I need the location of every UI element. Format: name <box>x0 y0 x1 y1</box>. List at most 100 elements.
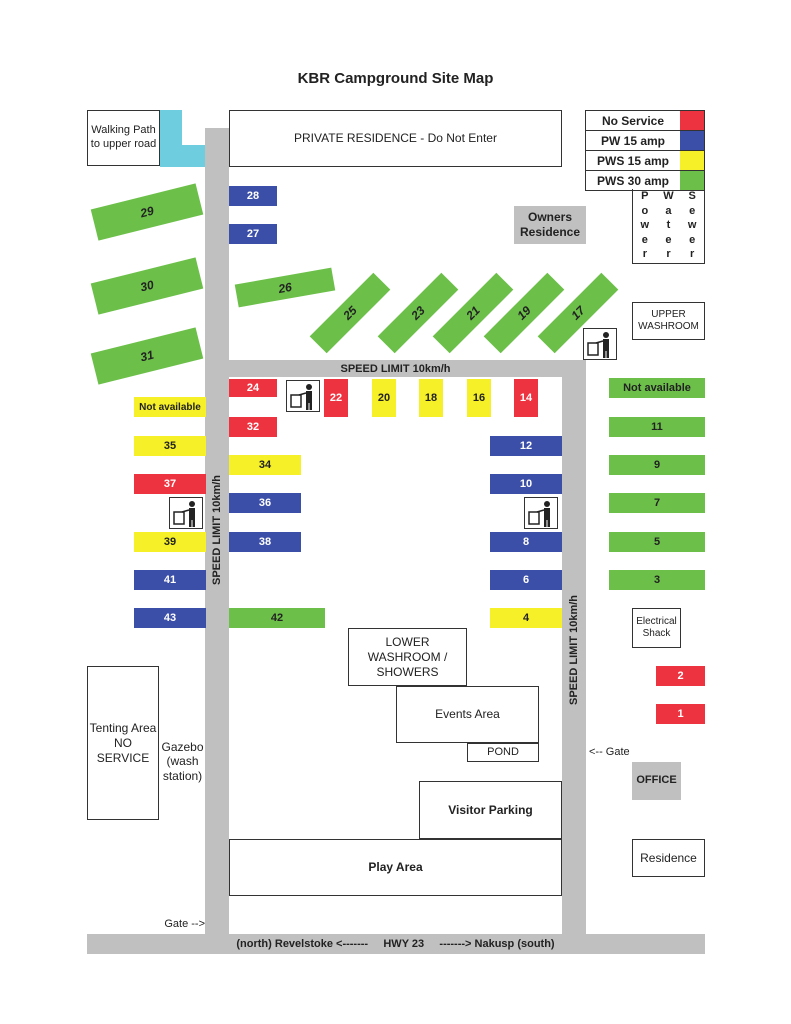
legend-label: PWS 15 amp <box>596 153 670 168</box>
legend-swatch <box>680 151 704 170</box>
site-3[interactable]: 3 <box>609 570 705 590</box>
site-label: 17 <box>568 303 588 323</box>
legend-label: No Service <box>601 113 665 128</box>
site-37[interactable]: 37 <box>134 474 206 494</box>
pws-letter: W <box>663 190 674 202</box>
walking-path-line <box>160 110 182 152</box>
site-35[interactable]: 35 <box>134 436 206 456</box>
speed-limit-right: SPEED LIMIT 10km/h <box>568 594 580 706</box>
site-9[interactable]: 9 <box>609 455 705 475</box>
site-label: 21 <box>463 303 483 323</box>
site-label: 23 <box>408 303 428 323</box>
upper-washroom: UPPER WASHROOM <box>632 302 705 340</box>
site-32[interactable]: 32 <box>229 417 277 437</box>
pws-letter: e <box>689 233 696 246</box>
road-right <box>562 360 586 936</box>
trash-bin-icon <box>524 497 558 529</box>
legend: No Service PW 15 amp PWS 15 amp PWS 30 a… <box>585 110 705 191</box>
owners-residence: Owners Residence <box>514 206 586 244</box>
site-14[interactable]: 14 <box>514 379 538 417</box>
site-30[interactable]: 30 <box>90 257 204 315</box>
site-10[interactable]: 10 <box>490 474 562 494</box>
pws-letter: w <box>687 219 697 232</box>
residence: Residence <box>632 839 705 877</box>
speed-limit-top: SPEED LIMIT 10km/h <box>340 362 451 375</box>
trash-bin-icon <box>286 380 320 412</box>
pond: POND <box>467 743 539 762</box>
trash-bin-icon <box>169 497 203 529</box>
legend-label: PW 15 amp <box>600 133 666 148</box>
site-label: 19 <box>514 303 534 323</box>
site-1[interactable]: 1 <box>656 704 705 724</box>
site-label: 25 <box>340 303 360 323</box>
legend-pws-key: P W S o a e w t w e e e r r r <box>632 189 705 264</box>
legend-row-pw15: PW 15 amp <box>585 130 705 150</box>
legend-row-pws30: PWS 30 amp <box>585 170 705 191</box>
walking-path-box: Walking Path to upper road <box>87 110 160 166</box>
site-20[interactable]: 20 <box>372 379 396 417</box>
pws-letter: S <box>688 190 696 202</box>
pws-letter: r <box>690 248 695 261</box>
site-31[interactable]: 31 <box>90 327 204 385</box>
site-8[interactable]: 8 <box>490 532 562 552</box>
pws-letter: t <box>666 219 671 232</box>
site-26[interactable]: 26 <box>234 267 336 308</box>
site-2[interactable]: 2 <box>656 666 705 686</box>
trash-bin-icon <box>583 328 617 360</box>
site-16[interactable]: 16 <box>467 379 491 417</box>
site-42[interactable]: 42 <box>229 608 325 628</box>
site-36[interactable]: 36 <box>229 493 301 513</box>
tenting-area: Tenting Area NO SERVICE <box>87 666 159 820</box>
pws-letter: r <box>642 248 647 261</box>
site-12[interactable]: 12 <box>490 436 562 456</box>
site-28[interactable]: 28 <box>229 186 277 206</box>
legend-swatch <box>680 111 704 130</box>
site-38[interactable]: 38 <box>229 532 301 552</box>
electrical-shack: Electrical Shack <box>632 608 681 648</box>
visitor-parking: Visitor Parking <box>419 781 562 839</box>
road-left <box>205 128 229 936</box>
pws-letter: e <box>689 204 696 217</box>
pws-letter: r <box>666 248 671 261</box>
gate-left-label: Gate --> <box>164 918 205 930</box>
events-area: Events Area <box>396 686 539 743</box>
map-title: KBR Campground Site Map <box>297 70 494 87</box>
private-residence-box: PRIVATE RESIDENCE - Do Not Enter <box>229 110 562 167</box>
pws-letter: P <box>641 190 649 202</box>
site-6[interactable]: 6 <box>490 570 562 590</box>
site-label: 30 <box>138 277 156 295</box>
not-available-right: Not available <box>609 378 705 398</box>
site-11[interactable]: 11 <box>609 417 705 437</box>
legend-label: PWS 30 amp <box>596 173 670 188</box>
legend-row-pws15: PWS 15 amp <box>585 150 705 170</box>
site-label: 31 <box>138 347 156 365</box>
legend-swatch <box>680 131 704 150</box>
site-43[interactable]: 43 <box>134 608 206 628</box>
site-4[interactable]: 4 <box>490 608 562 628</box>
road-top <box>229 360 586 377</box>
site-29[interactable]: 29 <box>90 183 204 241</box>
site-39[interactable]: 39 <box>134 532 206 552</box>
speed-limit-left: SPEED LIMIT 10km/h <box>211 474 223 586</box>
legend-swatch <box>680 171 704 190</box>
site-label: 29 <box>138 203 156 221</box>
pws-letter: o <box>641 204 649 217</box>
legend-row-no-service: No Service <box>585 110 705 130</box>
office: OFFICE <box>632 762 681 800</box>
site-7[interactable]: 7 <box>609 493 705 513</box>
site-24[interactable]: 24 <box>229 379 277 397</box>
site-34[interactable]: 34 <box>229 455 301 475</box>
walking-path-line-2 <box>160 145 205 167</box>
pws-letter: e <box>665 233 672 246</box>
pws-letter: w <box>640 219 650 232</box>
gate-right-label: <-- Gate <box>589 746 630 758</box>
not-available-left: Not available <box>134 397 206 417</box>
site-18[interactable]: 18 <box>419 379 443 417</box>
site-5[interactable]: 5 <box>609 532 705 552</box>
site-27[interactable]: 27 <box>229 224 277 244</box>
pws-letter: a <box>665 204 672 217</box>
site-41[interactable]: 41 <box>134 570 206 590</box>
site-22[interactable]: 22 <box>324 379 348 417</box>
site-label: 26 <box>277 279 293 296</box>
pws-letter: e <box>641 233 648 246</box>
